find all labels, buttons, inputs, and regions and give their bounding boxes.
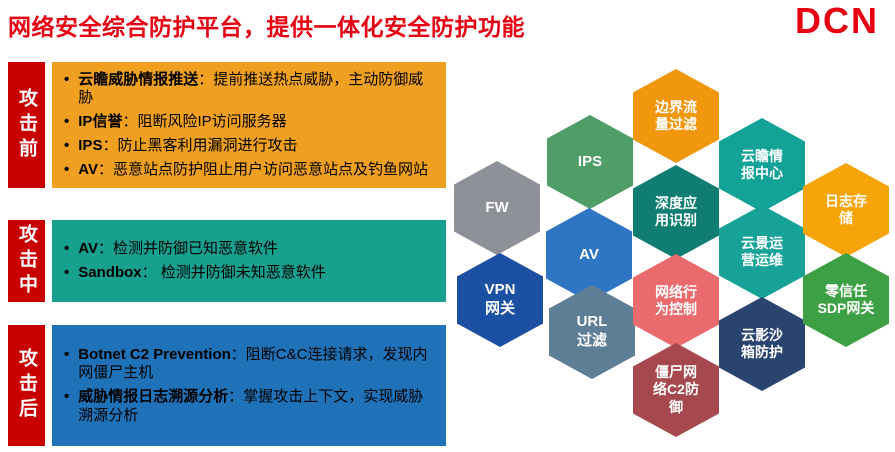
bullet-icon: • xyxy=(64,388,70,405)
item-desc: ：防止黑客利用漏洞进行攻击 xyxy=(102,136,298,154)
list-item: • 威胁情报日志溯源分析：掌握攻击上下文，实现威胁溯源分析 xyxy=(64,388,434,426)
phase-before-attack: 攻击前 • 云瞻威胁情报推送：提前推送热点威胁，主动防御威胁 • IP信誉：阻断… xyxy=(8,62,446,188)
hex-vpn-gateway-label: VPN网关 xyxy=(484,281,516,317)
list-item: • 云瞻威胁情报推送：提前推送热点威胁，主动防御威胁 xyxy=(64,71,434,109)
hex-av-label: AV xyxy=(579,245,599,263)
hex-deep-app-identification: 深度应用识别 xyxy=(633,165,719,259)
list-item: • IP信誉：阻断风险IP访问服务器 xyxy=(64,113,434,132)
item-term: AV xyxy=(78,239,98,257)
item-term: 云瞻威胁情报推送 xyxy=(78,70,199,88)
list-item: • AV：检测并防御已知恶意软件 xyxy=(64,240,434,259)
hex-yunjing-ops-label: 云景运营运维 xyxy=(741,234,783,269)
bullet-icon: • xyxy=(64,160,70,178)
hex-url-filter: URL过滤 xyxy=(549,285,635,379)
item-desc: ：阻断C&C连接请求，发现内网僵尸主机 xyxy=(78,345,428,382)
item-term: 威胁情报日志溯源分析 xyxy=(78,388,229,405)
hex-network-behavior-control-label: 网络行为控制 xyxy=(655,283,697,318)
hex-yunying-sandbox-protection: 云影沙箱防护 xyxy=(719,297,805,391)
page-title: 网络安全综合防护平台，提供一体化安全防护功能 xyxy=(8,14,525,40)
list-item: • AV：恶意站点防护阻止用户访问恶意站点及钓鱼网站 xyxy=(64,161,434,180)
phase-during-attack-panel: • AV：检测并防御已知恶意软件 • Sandbox： 检测并防御未知恶意软件 xyxy=(52,220,446,302)
phase-during-attack: 攻击中 • AV：检测并防御已知恶意软件 • Sandbox： 检测并防御未知恶… xyxy=(8,220,446,302)
item-term: AV xyxy=(78,160,98,178)
list-item: • Botnet C2 Prevention：阻断C&C连接请求，发现内网僵尸主… xyxy=(64,346,434,384)
dcn-logo: DCN xyxy=(795,0,879,41)
item-term: Sandbox xyxy=(78,263,142,281)
hex-yunjing-ops: 云景运营运维 xyxy=(719,205,805,299)
hex-url-filter-label: URL过滤 xyxy=(576,313,608,349)
item-desc: ：提前推送热点威胁，主动防御威胁 xyxy=(78,70,424,107)
hex-boundary-traffic-filter-label: 边界流量过滤 xyxy=(655,98,697,133)
phase-after-attack: 攻击后 • Botnet C2 Prevention：阻断C&C连接请求，发现内… xyxy=(8,325,446,446)
hex-botnet-c2-defense: 僵尸网络C2防御 xyxy=(633,343,719,437)
hex-log-storage-label: 日志存储 xyxy=(825,192,867,227)
bullet-icon: • xyxy=(64,136,70,154)
phase-after-attack-panel: • Botnet C2 Prevention：阻断C&C连接请求，发现内网僵尸主… xyxy=(52,325,446,446)
item-desc: ：阻断风险IP访问服务器 xyxy=(122,113,287,131)
hex-yunying-sandbox-protection-label: 云影沙箱防护 xyxy=(741,326,783,361)
item-term: IP信誉 xyxy=(78,113,123,131)
bullet-icon: • xyxy=(64,263,70,281)
bullet-icon: • xyxy=(64,345,70,363)
item-desc: ：恶意站点防护阻止用户访问恶意站点及钓鱼网站 xyxy=(98,160,429,178)
item-term: IPS xyxy=(78,136,103,154)
hex-fw: FW xyxy=(454,161,540,255)
phase-before-attack-label: 攻击前 xyxy=(8,62,45,188)
hex-boundary-traffic-filter: 边界流量过滤 xyxy=(633,69,719,163)
bullet-icon: • xyxy=(64,70,70,88)
hex-vpn-gateway: VPN网关 xyxy=(457,253,543,347)
hex-log-storage: 日志存储 xyxy=(803,163,889,257)
list-item: • Sandbox： 检测并防御未知恶意软件 xyxy=(64,264,434,283)
hex-ips: IPS xyxy=(547,115,633,209)
hex-network-behavior-control: 网络行为控制 xyxy=(633,254,719,348)
item-term: Botnet C2 Prevention xyxy=(78,345,231,363)
bullet-icon: • xyxy=(64,113,70,131)
hex-zero-trust-sdp-gateway-label: 零信任SDP网关 xyxy=(817,282,875,317)
hex-yunzhan-intel-center-label: 云瞻情报中心 xyxy=(741,147,783,182)
hex-botnet-c2-defense-label: 僵尸网络C2防御 xyxy=(653,363,699,415)
list-item: • IPS：防止黑客利用漏洞进行攻击 xyxy=(64,137,434,156)
phase-before-attack-panel: • 云瞻威胁情报推送：提前推送热点威胁，主动防御威胁 • IP信誉：阻断风险IP… xyxy=(52,62,446,188)
hex-deep-app-identification-label: 深度应用识别 xyxy=(655,194,697,229)
bullet-icon: • xyxy=(64,239,70,257)
hex-fw-label: FW xyxy=(485,198,509,216)
item-desc: ： 检测并防御未知恶意软件 xyxy=(141,263,326,281)
item-desc: ：检测并防御已知恶意软件 xyxy=(98,239,279,257)
phase-after-attack-label: 攻击后 xyxy=(8,325,45,446)
hex-yunzhan-intel-center: 云瞻情报中心 xyxy=(719,118,805,212)
hex-ips-label: IPS xyxy=(577,152,603,170)
phase-during-attack-label: 攻击中 xyxy=(8,220,45,302)
hex-zero-trust-sdp-gateway: 零信任SDP网关 xyxy=(803,253,889,347)
item-desc: ：掌握攻击上下文，实现威胁溯源分析 xyxy=(78,388,424,424)
